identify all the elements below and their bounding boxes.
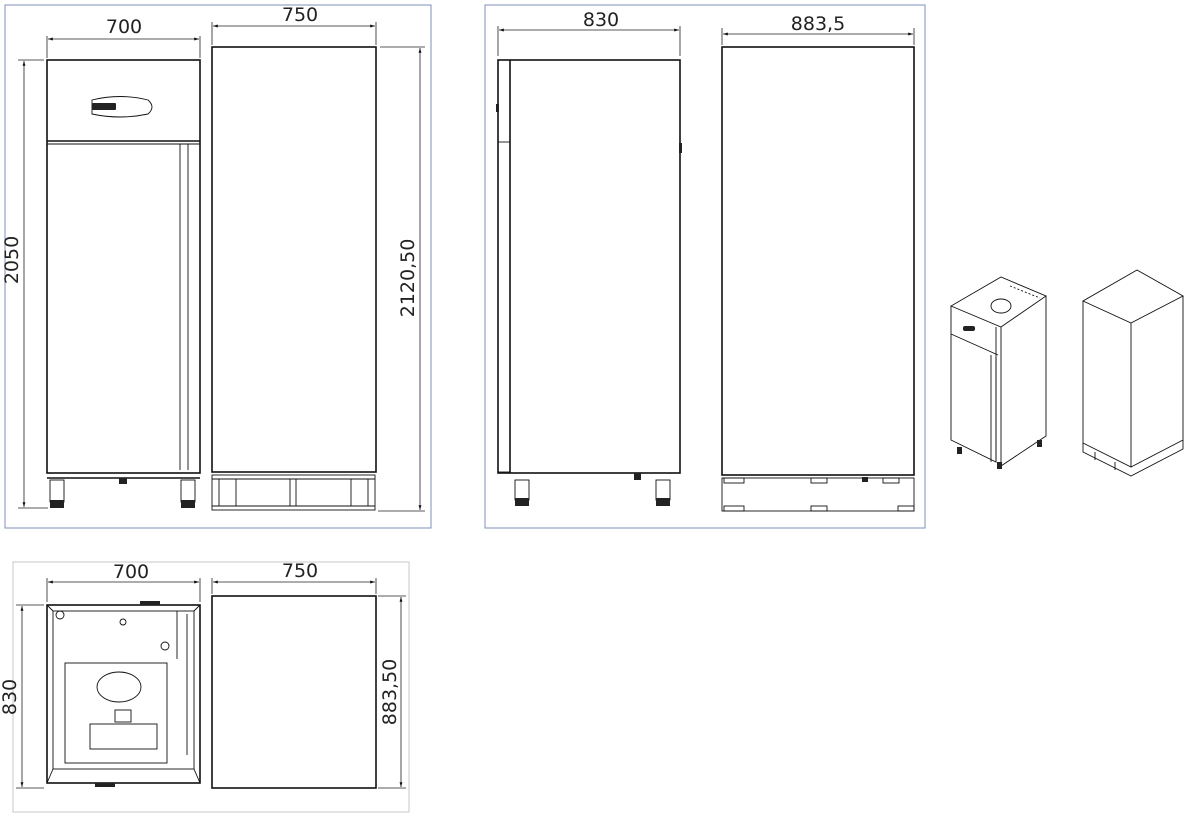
compressor-icon <box>96 671 142 703</box>
top-view <box>46 601 201 787</box>
panel-frame-front <box>4 4 432 529</box>
control-panel-icon <box>91 96 153 118</box>
dim-top-packed-width: 750 <box>282 560 318 582</box>
side-packed-view <box>211 46 377 511</box>
dim-side-width: 830 <box>583 9 619 31</box>
top-packed-view <box>211 595 377 789</box>
side-view <box>496 59 682 506</box>
front-view <box>46 59 201 508</box>
dim-side-packed-width: 750 <box>282 4 318 26</box>
dim-top-depth: 830 <box>0 679 21 715</box>
dim-side-packed-height: 2120,50 <box>397 239 419 318</box>
panel-frame-top <box>12 561 410 813</box>
panel-frame-side <box>484 4 926 529</box>
dim-side-packed-depth: 883,5 <box>791 13 845 35</box>
dim-front-height: 2050 <box>1 236 23 284</box>
isometric-unit <box>949 276 1047 469</box>
side-packed-depth-view <box>721 46 915 512</box>
dim-top-packed-depth: 883,50 <box>379 659 401 725</box>
dim-front-width: 700 <box>106 16 142 38</box>
isometric-packed <box>1082 269 1184 477</box>
dim-top-width: 700 <box>113 561 149 583</box>
